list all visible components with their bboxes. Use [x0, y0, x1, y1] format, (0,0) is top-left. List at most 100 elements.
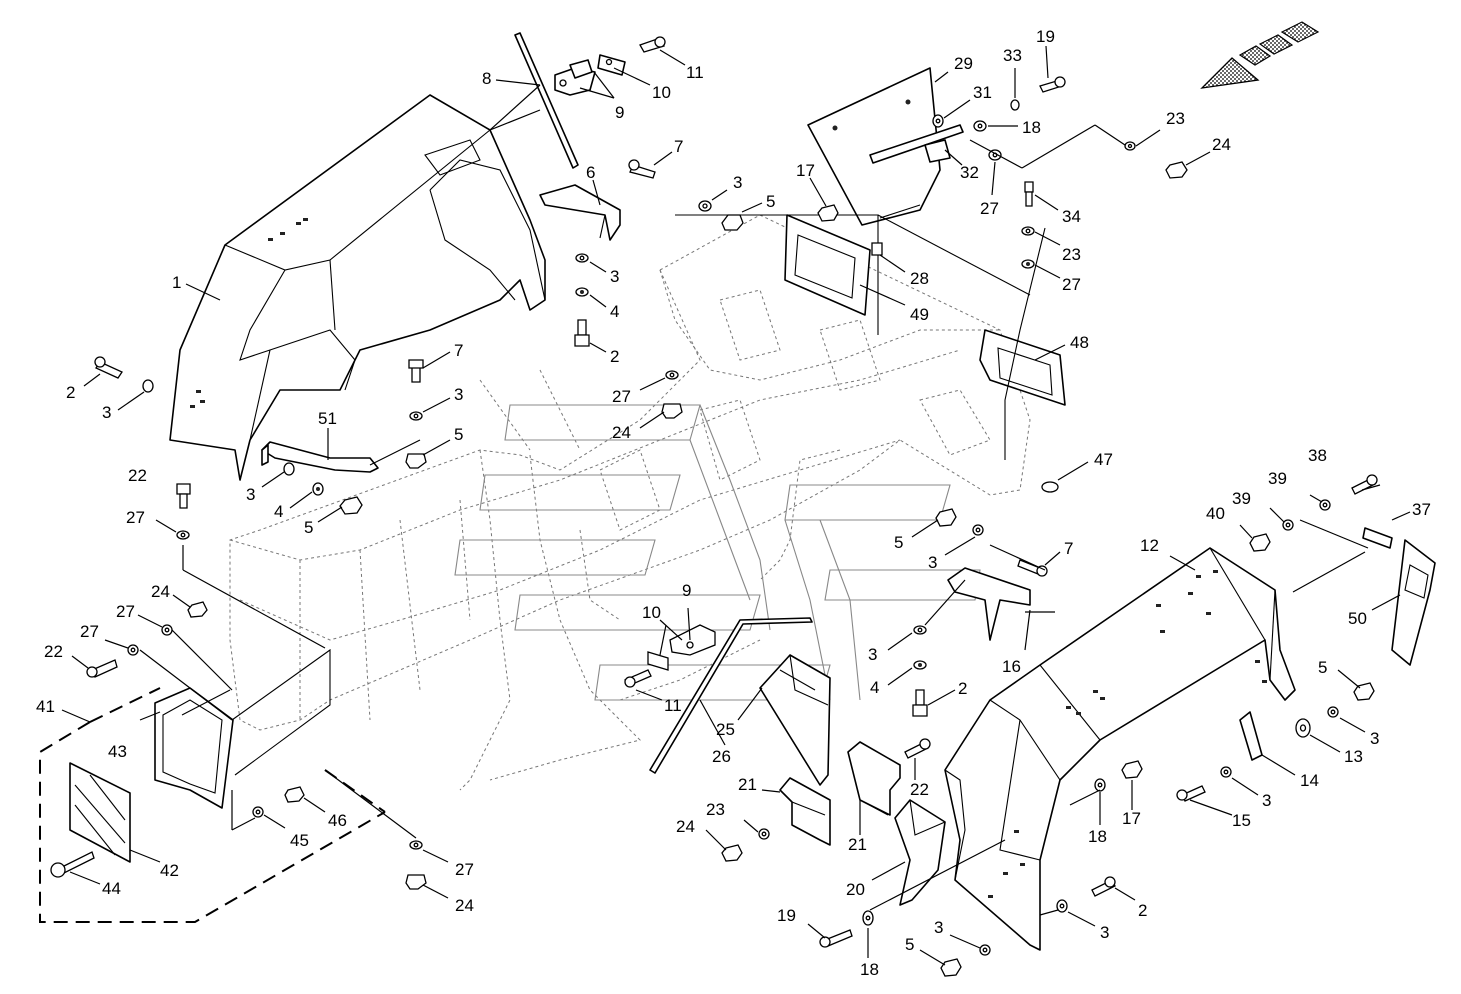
callout-48: 48: [1070, 333, 1089, 352]
callout-3: 3: [1262, 791, 1271, 810]
part-16-bracket: [947, 567, 1031, 641]
callout-19: 19: [777, 906, 796, 925]
rear-panel-outline: [675, 214, 1046, 460]
callout-38: 38: [1308, 446, 1327, 465]
callout-16: 16: [1002, 657, 1021, 676]
callout-3: 3: [1370, 729, 1379, 748]
callout-50: 50: [1348, 609, 1367, 628]
callout-41: 41: [36, 697, 55, 716]
callout-45: 45: [290, 831, 309, 850]
callout-27: 27: [455, 860, 474, 879]
callout-4: 4: [870, 678, 879, 697]
part-26-hose: [649, 617, 813, 774]
part-12-right-fender: [944, 547, 1296, 951]
callout-39: 39: [1232, 489, 1251, 508]
callout-23: 23: [1062, 245, 1081, 264]
callout-5: 5: [894, 533, 903, 552]
callout-8: 8: [482, 69, 491, 88]
callout-23: 23: [706, 800, 725, 819]
part-37-plate: [1362, 527, 1393, 549]
callout-27: 27: [980, 199, 999, 218]
callout-24: 24: [676, 817, 695, 836]
callout-11: 11: [686, 63, 704, 82]
callout-43: 43: [108, 742, 127, 761]
callout-18: 18: [1088, 827, 1107, 846]
part-14-strap: [1239, 711, 1263, 761]
part-6-bracket: [539, 184, 621, 241]
callout-13: 13: [1344, 747, 1363, 766]
callout-10: 10: [642, 603, 661, 622]
callout-25: 25: [716, 720, 735, 739]
callout-9: 9: [615, 103, 624, 122]
callout-22: 22: [910, 780, 929, 799]
callout-46: 46: [328, 811, 347, 830]
part-48-seal: [979, 329, 1066, 406]
direction-arrow-icon: [1200, 21, 1320, 89]
callout-40: 40: [1206, 504, 1225, 523]
fastener-set: [50, 76, 1378, 977]
callout-27: 27: [116, 602, 135, 621]
callout-5: 5: [304, 518, 313, 537]
part-25-guard: [759, 654, 831, 786]
callout-14: 14: [1300, 771, 1319, 790]
callout-2: 2: [958, 679, 967, 698]
callout-3: 3: [102, 403, 111, 422]
callout-3: 3: [868, 645, 877, 664]
callout-5: 5: [454, 425, 463, 444]
callout-2: 2: [610, 347, 619, 366]
callout-47: 47: [1094, 450, 1113, 469]
callout-3: 3: [934, 918, 943, 937]
callout-9: 9: [682, 581, 691, 600]
callout-21: 21: [738, 775, 757, 794]
callout-33: 33: [1003, 46, 1022, 65]
callout-3: 3: [610, 267, 619, 286]
callout-3: 3: [928, 553, 937, 572]
callout-19: 19: [1036, 27, 1055, 46]
callout-7: 7: [454, 341, 463, 360]
callout-29: 29: [954, 54, 973, 73]
callout-3: 3: [733, 173, 742, 192]
callout-39: 39: [1268, 469, 1287, 488]
callout-24: 24: [455, 896, 474, 915]
callout-51: 51: [318, 409, 337, 428]
callout-3: 3: [1100, 923, 1109, 942]
callout-11: 11: [664, 696, 682, 715]
callout-24: 24: [1212, 135, 1231, 154]
part-49-seal: [784, 214, 871, 316]
part-13-spacer: [1295, 718, 1311, 738]
callout-24: 24: [612, 423, 631, 442]
callout-2: 2: [66, 383, 75, 402]
callout-34: 34: [1062, 207, 1081, 226]
callout-37: 37: [1412, 500, 1431, 519]
callout-44: 44: [102, 879, 121, 898]
callout-22: 22: [128, 466, 147, 485]
callout-7: 7: [1064, 539, 1073, 558]
callout-42: 42: [160, 861, 179, 880]
callout-5: 5: [766, 192, 775, 211]
callout-12: 12: [1140, 536, 1159, 555]
callout-18: 18: [1022, 118, 1041, 137]
callout-23: 23: [1166, 109, 1185, 128]
callout-17: 17: [1122, 809, 1141, 828]
callout-3: 3: [246, 485, 255, 504]
callout-5: 5: [1318, 658, 1327, 677]
callout-27: 27: [80, 622, 99, 641]
part-8-rod: [514, 32, 579, 169]
callout-24: 24: [151, 582, 170, 601]
callout-27: 27: [1062, 275, 1081, 294]
callout-1: 1: [172, 273, 181, 292]
callout-labels: 1 2 3 8 9 10 11 7 6 3 5 3 4 2 7 3 5 51 3…: [36, 27, 1431, 979]
callout-27: 27: [612, 387, 631, 406]
callout-2: 2: [1138, 901, 1147, 920]
part-47-ring: [1041, 481, 1059, 493]
part-9-10-hinge-upper: [554, 36, 666, 96]
callout-10: 10: [652, 83, 671, 102]
callout-17: 17: [796, 161, 815, 180]
callout-21: 21: [848, 835, 867, 854]
part-50-panel: [1391, 539, 1436, 666]
callout-31: 31: [973, 83, 992, 102]
part-1-left-fender: [169, 94, 546, 481]
callout-49: 49: [910, 305, 929, 324]
callout-27: 27: [126, 508, 145, 527]
